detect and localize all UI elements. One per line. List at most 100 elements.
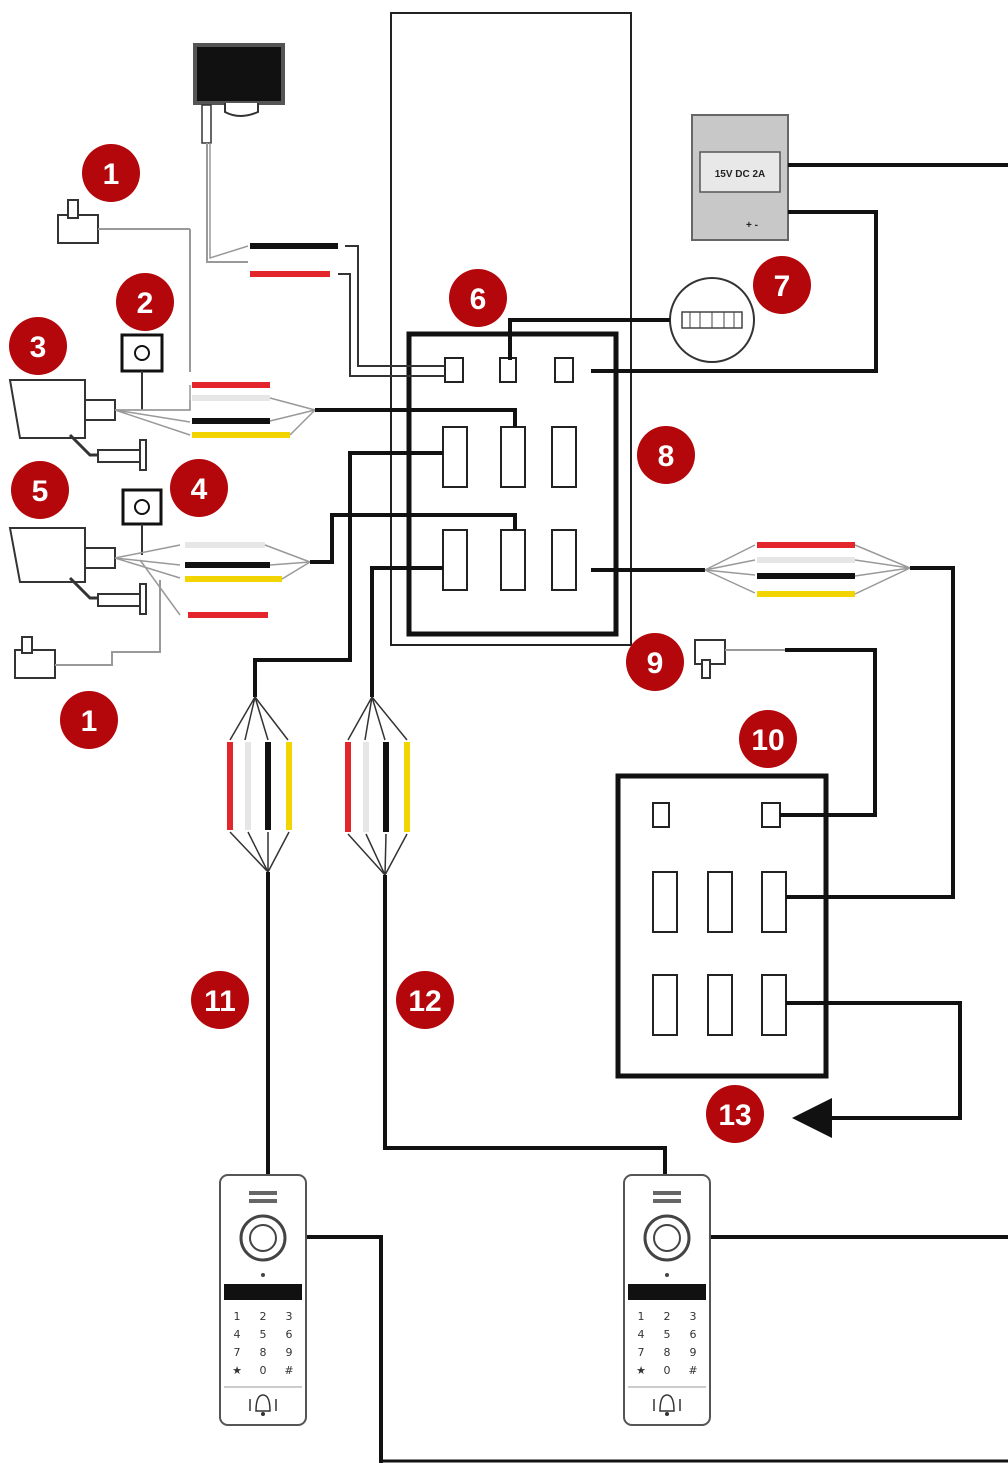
keypad-key[interactable]: 8 <box>260 1346 267 1359</box>
connector-4pin <box>761 871 787 933</box>
badge-3-label: 3 <box>30 331 47 364</box>
badge-12-label: 12 <box>408 985 441 1018</box>
keypad-key[interactable]: 3 <box>690 1310 697 1323</box>
keypad-key[interactable]: 2 <box>664 1310 671 1323</box>
camera-2-cable-bundle <box>114 513 517 618</box>
keypad-key[interactable]: 8 <box>664 1346 671 1359</box>
keypad-key[interactable]: # <box>688 1364 697 1377</box>
keypad-key[interactable]: 7 <box>638 1346 645 1359</box>
main-board-connectors <box>442 357 577 591</box>
door-station-2-cable <box>345 566 667 1175</box>
keypad-key[interactable]: 4 <box>234 1328 241 1341</box>
badge-1-label: 1 <box>103 158 120 191</box>
psu-terminals: + - <box>746 220 758 231</box>
connector-2pin <box>554 357 574 383</box>
power-adapter-icon <box>14 580 161 679</box>
power-supply: 15V DC 2A + - <box>691 114 789 241</box>
camera-icon <box>8 527 147 615</box>
connector-4pin <box>500 529 526 591</box>
keypad-key[interactable]: 6 <box>690 1328 697 1341</box>
connector-2pin <box>499 357 517 383</box>
switch-icon <box>121 488 163 555</box>
keypad-key[interactable]: 2 <box>260 1310 267 1323</box>
badge-11-label: 11 <box>204 985 236 1018</box>
keypad-key[interactable]: 0 <box>260 1364 267 1377</box>
connector-4pin <box>707 871 733 933</box>
door-station-1-lock-cable <box>306 1235 383 1463</box>
keypad-key[interactable]: 3 <box>286 1310 293 1323</box>
power-adapter-icon <box>57 199 191 372</box>
psu-dc-cable <box>591 210 878 373</box>
card-reader-strip <box>628 1284 706 1300</box>
badge-6: 6 <box>449 269 507 327</box>
speaker-grille <box>653 1191 681 1195</box>
switch-icon <box>120 333 164 410</box>
badge-8: 8 <box>637 426 695 484</box>
badge-4: 4 <box>170 459 228 517</box>
keypad-key[interactable]: 7 <box>234 1346 241 1359</box>
indicator-dot <box>261 1273 265 1277</box>
badge-12: 12 <box>396 971 454 1029</box>
badge-10: 10 <box>739 710 797 768</box>
connector-4pin <box>442 426 468 488</box>
badge-3: 3 <box>9 317 67 375</box>
speaker-grille <box>249 1199 277 1203</box>
badge-7-label: 7 <box>774 270 791 303</box>
card-reader-strip <box>224 1284 302 1300</box>
badge-7: 7 <box>753 256 811 314</box>
connector-4pin <box>551 426 577 488</box>
keypad-key[interactable]: 0 <box>664 1364 671 1377</box>
keypad-key[interactable]: # <box>284 1364 293 1377</box>
badge-1: 1 <box>82 144 140 202</box>
connector-4pin <box>652 871 678 933</box>
terminal-connector <box>669 277 755 363</box>
connector-2pin <box>444 357 464 383</box>
keypad-key[interactable]: ★ <box>636 1364 646 1377</box>
badge-5-label: 5 <box>32 475 49 508</box>
connector-4pin <box>652 974 678 1036</box>
bell-icon[interactable] <box>249 1394 277 1416</box>
keypad-key[interactable]: 4 <box>638 1328 645 1341</box>
camera-lens-inner <box>653 1224 681 1252</box>
secondary-board <box>615 773 829 1079</box>
keypad-key[interactable]: 5 <box>260 1328 267 1341</box>
secondary-board-connectors <box>652 802 787 1036</box>
monitor-icon <box>193 43 285 144</box>
keypad-key[interactable]: 6 <box>286 1328 293 1341</box>
keypad-key[interactable]: 5 <box>664 1328 671 1341</box>
badge-13: 13 <box>706 1085 764 1143</box>
badge-1-bottom: 1 <box>60 691 118 749</box>
indoor-unit-housing <box>390 12 632 646</box>
keypad-key[interactable]: 1 <box>234 1310 241 1323</box>
badge-6-label: 6 <box>470 283 487 316</box>
camera-lens-inner <box>249 1224 277 1252</box>
badge-11: 11 <box>191 971 249 1029</box>
bell-icon[interactable] <box>653 1394 681 1416</box>
psu-label: 15V DC 2A <box>715 169 766 180</box>
connector-2pin <box>652 802 670 828</box>
monitor-cable <box>206 143 445 377</box>
badge-9: 9 <box>626 633 684 691</box>
badge-9-label: 9 <box>647 647 664 680</box>
badge-13-label: 13 <box>718 1099 751 1132</box>
keypad-key[interactable]: ★ <box>232 1364 242 1377</box>
connector-4pin <box>761 974 787 1036</box>
speaker-grille <box>653 1199 681 1203</box>
indicator-dot <box>665 1273 669 1277</box>
badge-10-label: 10 <box>751 724 784 757</box>
connector-4pin <box>442 529 468 591</box>
power-adapter-icon <box>694 639 877 817</box>
connector-2pin <box>761 802 781 828</box>
door-station-2: 1 2 3 4 5 6 7 8 9 ★ 0 # <box>623 1174 711 1426</box>
connector-4pin <box>500 426 526 488</box>
door-station-1: 1 2 3 4 5 6 7 8 9 ★ 0 # <box>219 1174 307 1426</box>
badge-4-label: 4 <box>191 473 208 506</box>
connector-4pin <box>551 529 577 591</box>
badge-2-label: 2 <box>137 287 154 320</box>
keypad-key[interactable]: 9 <box>690 1346 697 1359</box>
camera-icon <box>8 379 147 471</box>
keypad-key[interactable]: 1 <box>638 1310 645 1323</box>
door-station-1-cable <box>227 451 443 1175</box>
keypad-key[interactable]: 9 <box>286 1346 293 1359</box>
